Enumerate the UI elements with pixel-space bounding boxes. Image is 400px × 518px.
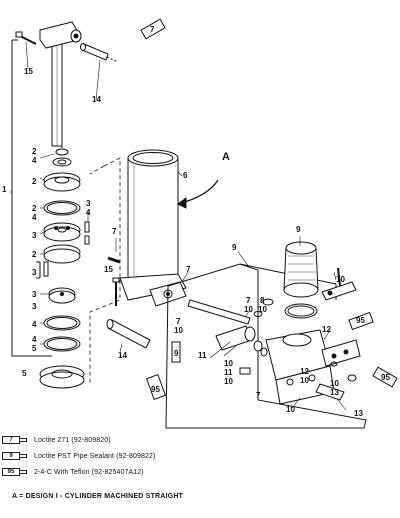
callout-10: 10	[174, 326, 183, 335]
bracket-item-1	[11, 39, 52, 357]
callout-12: 12	[322, 325, 331, 334]
callout-2: 2	[32, 147, 37, 156]
callout-10h: 10	[330, 379, 339, 388]
reservoir-9	[283, 241, 319, 319]
callout-10i: 10	[286, 405, 295, 414]
callout-3: 3	[32, 231, 37, 240]
callout-13: 13	[330, 388, 339, 397]
callout-7b: 7	[186, 265, 191, 274]
tube-label-95-right: 95	[356, 316, 365, 325]
legend-row-loctite-pst: 9 Loctite PST Pipe Sealant (92-809822)	[2, 449, 398, 463]
legend-row-2-4-c: 95 2-4-C With Teflon (92-825407A12)	[2, 465, 398, 479]
callout-11b: 11	[224, 368, 233, 377]
spool-parts	[187, 298, 274, 375]
exploded-parts-diagram: 1 2 4 2 2 4 3 2 3 3 3 4 4 5 5 3 4 15 14 …	[2, 18, 398, 429]
callout-5b: 5	[22, 369, 27, 378]
callout-3b: 3	[32, 268, 37, 277]
tube-icon: 9	[2, 451, 28, 461]
legend-code: 95	[7, 469, 15, 475]
callout-5: 5	[32, 344, 37, 353]
screw-15-top	[15, 31, 37, 45]
leader-lines-left	[25, 41, 101, 345]
callout-3d: 3	[32, 302, 37, 311]
legend-row-loctite-271: 7 Loctite 271 (92-809820)	[2, 433, 398, 447]
valve-body	[265, 329, 335, 405]
fittings-right	[315, 339, 361, 401]
callout-2c: 2	[32, 204, 37, 213]
callout-14: 14	[92, 95, 101, 104]
callout-10b: 10	[244, 305, 253, 314]
ram-rod	[39, 21, 82, 147]
pin-14-lower	[106, 319, 151, 349]
tube-icon-95-right	[348, 311, 374, 331]
callout-9: 9	[232, 243, 237, 252]
callout-15: 15	[24, 67, 33, 76]
pin-14-top	[80, 43, 119, 63]
callout-3e: 3	[86, 199, 91, 208]
callout-2b: 2	[32, 177, 37, 186]
callout-A: A	[222, 151, 230, 163]
legend-text: 2-4-C With Teflon (92-825407A12)	[34, 468, 144, 476]
tube-label-9-lower: 9	[174, 349, 179, 358]
legend-text: Loctite 271 (92-809820)	[34, 436, 111, 444]
callout-13b: 13	[354, 409, 363, 418]
tube-icon-95-lower	[145, 373, 167, 401]
arrow-design-a	[177, 179, 219, 209]
callout-4: 4	[32, 156, 37, 165]
tube-label-95-bottom-right: 95	[381, 373, 390, 382]
screw-15-lower	[112, 277, 120, 306]
callout-1: 1	[2, 185, 7, 194]
callout-10d: 10	[336, 275, 345, 284]
callout-10f: 10	[224, 377, 233, 386]
callout-7d: 7	[246, 296, 251, 305]
tube-label-7-top: 7	[150, 25, 155, 34]
pin-7	[107, 238, 121, 264]
callout-11: 11	[198, 351, 207, 360]
check-valve-parts	[36, 221, 90, 279]
callout-10e: 10	[224, 359, 233, 368]
dashed-assembly-outline	[89, 157, 121, 384]
callout-15b: 15	[104, 265, 113, 274]
callout-7e: 7	[256, 391, 261, 400]
legend-code: 9	[9, 453, 13, 459]
callout-7: 7	[112, 227, 117, 236]
callout-4e: 4	[86, 208, 91, 217]
callout-7c: 7	[176, 317, 181, 326]
tube-icon: 95	[2, 467, 28, 477]
callout-4d: 4	[32, 335, 37, 344]
callout-10g: 10	[300, 376, 309, 385]
tube-icon-95-bottom-right	[372, 366, 398, 388]
leader-lines-right	[10, 171, 347, 411]
callout-8: 8	[260, 296, 265, 305]
callout-labels: 1 2 4 2 2 4 3 2 3 3 3 4 4 5 5 3 4 15 14 …	[2, 25, 390, 418]
callout-9b: 9	[296, 225, 301, 234]
bracket-10-right	[321, 267, 357, 301]
callout-10c: 10	[258, 305, 267, 314]
legend-code: 7	[9, 437, 13, 443]
callout-4b: 4	[32, 213, 37, 222]
design-note: A = DESIGN I - CYLINDER MACHINED STRAIGH…	[12, 493, 184, 500]
tube-icon-7-top	[140, 18, 166, 40]
callout-6: 6	[183, 171, 188, 180]
cylinder-6	[119, 149, 187, 307]
callout-12b: 12	[300, 367, 309, 376]
callout-2d: 2	[32, 250, 37, 259]
callout-14b: 14	[118, 351, 127, 360]
legend-text: Loctite PST Pipe Sealant (92-809822)	[34, 452, 156, 460]
tube-label-95-lower: 95	[151, 385, 160, 394]
callout-4c: 4	[32, 320, 37, 329]
tube-icon: 7	[2, 435, 28, 445]
callout-3c: 3	[32, 290, 37, 299]
tube-icon-9-lower	[171, 341, 181, 363]
